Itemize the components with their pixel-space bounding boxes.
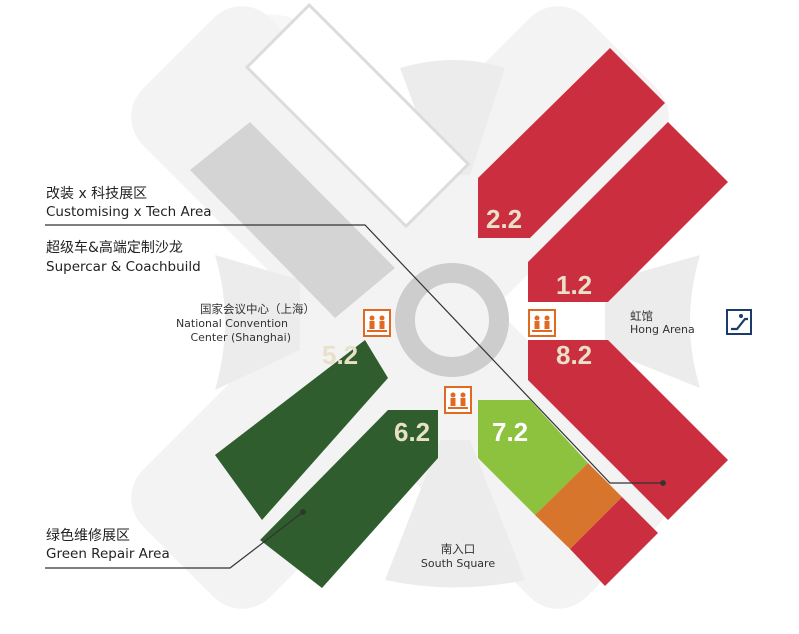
- hall-label-8-2: 8.2: [556, 340, 592, 370]
- hall-label-5-2: 5.2: [322, 340, 358, 370]
- hall-2-2[interactable]: [478, 48, 665, 238]
- elevator-icon[interactable]: [363, 309, 391, 337]
- south-label-en: South Square: [421, 557, 495, 570]
- hong-label-en: Hong Arena: [630, 323, 695, 336]
- south-label-cn: 南入口: [441, 542, 476, 556]
- hall-7-2-red[interactable]: [570, 497, 658, 586]
- ncc-label-en-1: National Convention: [176, 317, 288, 330]
- hall-8-2[interactable]: [528, 340, 728, 520]
- hong-label-cn: 虹馆: [630, 309, 653, 323]
- elevator-icon[interactable]: [528, 309, 556, 337]
- hall-nw-outer[interactable]: [244, 2, 471, 229]
- hall-label-2-2: 2.2: [486, 204, 522, 234]
- hall-label-7-2: 7.2: [492, 417, 528, 447]
- ncc-label-en-2: Center (Shanghai): [190, 331, 291, 344]
- green-repair-label-cn: 绿色维修展区: [46, 527, 130, 544]
- hall-nw-grey[interactable]: [190, 122, 395, 318]
- central-ring: [395, 263, 509, 377]
- hall-7-2[interactable]: [478, 400, 588, 515]
- escalator-icon[interactable]: [726, 309, 752, 335]
- supercar-label-cn: 超级车&高端定制沙龙: [46, 239, 183, 256]
- hall-6-2[interactable]: [260, 410, 438, 588]
- hall-5-2[interactable]: [215, 340, 388, 520]
- ncc-label-cn: 国家会议中心（上海）: [200, 302, 315, 316]
- hall-label-1-2: 1.2: [556, 270, 592, 300]
- elevator-icon[interactable]: [444, 386, 472, 414]
- supercar-label-en: Supercar & Coachbuild: [46, 259, 201, 275]
- hall-7-2-orange[interactable]: [535, 463, 622, 549]
- leader-line-customising: [45, 224, 666, 486]
- hall-label-6-2: 6.2: [394, 417, 430, 447]
- hall-1-2[interactable]: [528, 122, 728, 302]
- green-repair-label-en: Green Repair Area: [46, 546, 170, 562]
- leader-line-green-repair: [45, 509, 306, 569]
- customising-label-en: Customising x Tech Area: [46, 204, 212, 220]
- customising-label-cn: 改装 x 科技展区: [46, 186, 147, 202]
